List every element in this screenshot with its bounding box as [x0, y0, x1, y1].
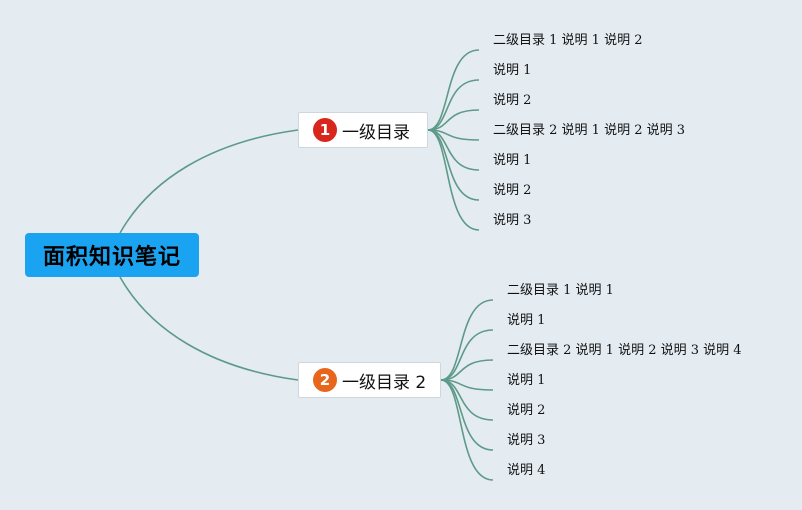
branch-1-leaf-connector — [427, 79, 480, 131]
branch-node-1[interactable]: 1 一级目录 — [298, 112, 428, 148]
leaf-item[interactable]: 说明 1 — [507, 313, 546, 328]
leaf-item[interactable]: 说明 4 — [507, 463, 546, 478]
root-node[interactable]: 面积知识笔记 — [25, 233, 199, 277]
leaf-item[interactable]: 说明 1 — [507, 373, 546, 388]
branch-1-leaf-connector — [427, 129, 480, 231]
leaf-item[interactable]: 说明 3 — [507, 433, 546, 448]
leaf-item[interactable]: 二级目录 1 说明 1 说明 2 — [493, 33, 643, 48]
branch-1-leaf-connector — [427, 49, 480, 131]
leaf-item[interactable]: 说明 1 — [493, 63, 532, 78]
branch-2-leaf-connector — [440, 359, 494, 381]
branch-node-2[interactable]: 2 一级目录 2 — [298, 362, 441, 398]
leaf-item[interactable]: 二级目录 2 说明 1 说明 2 说明 3 — [493, 123, 686, 138]
leaf-item[interactable]: 说明 1 — [493, 153, 532, 168]
leaf-item[interactable]: 说明 2 — [507, 403, 546, 418]
priority-1-icon: 1 — [313, 118, 337, 142]
root-branch-1-connector — [119, 129, 299, 234]
leaf-item[interactable]: 说明 2 — [493, 93, 532, 108]
root-label: 面积知识笔记 — [42, 245, 181, 270]
branch-2-leaf-connector — [440, 329, 494, 381]
priority-2-icon: 2 — [313, 368, 337, 392]
leaf-item[interactable]: 说明 2 — [493, 183, 532, 198]
branch-label: 一级目录 2 — [342, 372, 427, 393]
leaf-item[interactable]: 二级目录 1 说明 1 — [507, 283, 614, 298]
leaf-item[interactable]: 二级目录 2 说明 1 说明 2 说明 3 说明 4 — [507, 343, 742, 358]
branch-2-leaf-connector — [440, 379, 494, 481]
branch-1-leaf-connector — [427, 109, 480, 131]
branch-2-leaf-connector — [440, 299, 494, 381]
branch-label: 一级目录 — [342, 122, 410, 143]
root-branch-2-connector — [119, 276, 299, 381]
leaf-item[interactable]: 说明 3 — [493, 213, 532, 228]
